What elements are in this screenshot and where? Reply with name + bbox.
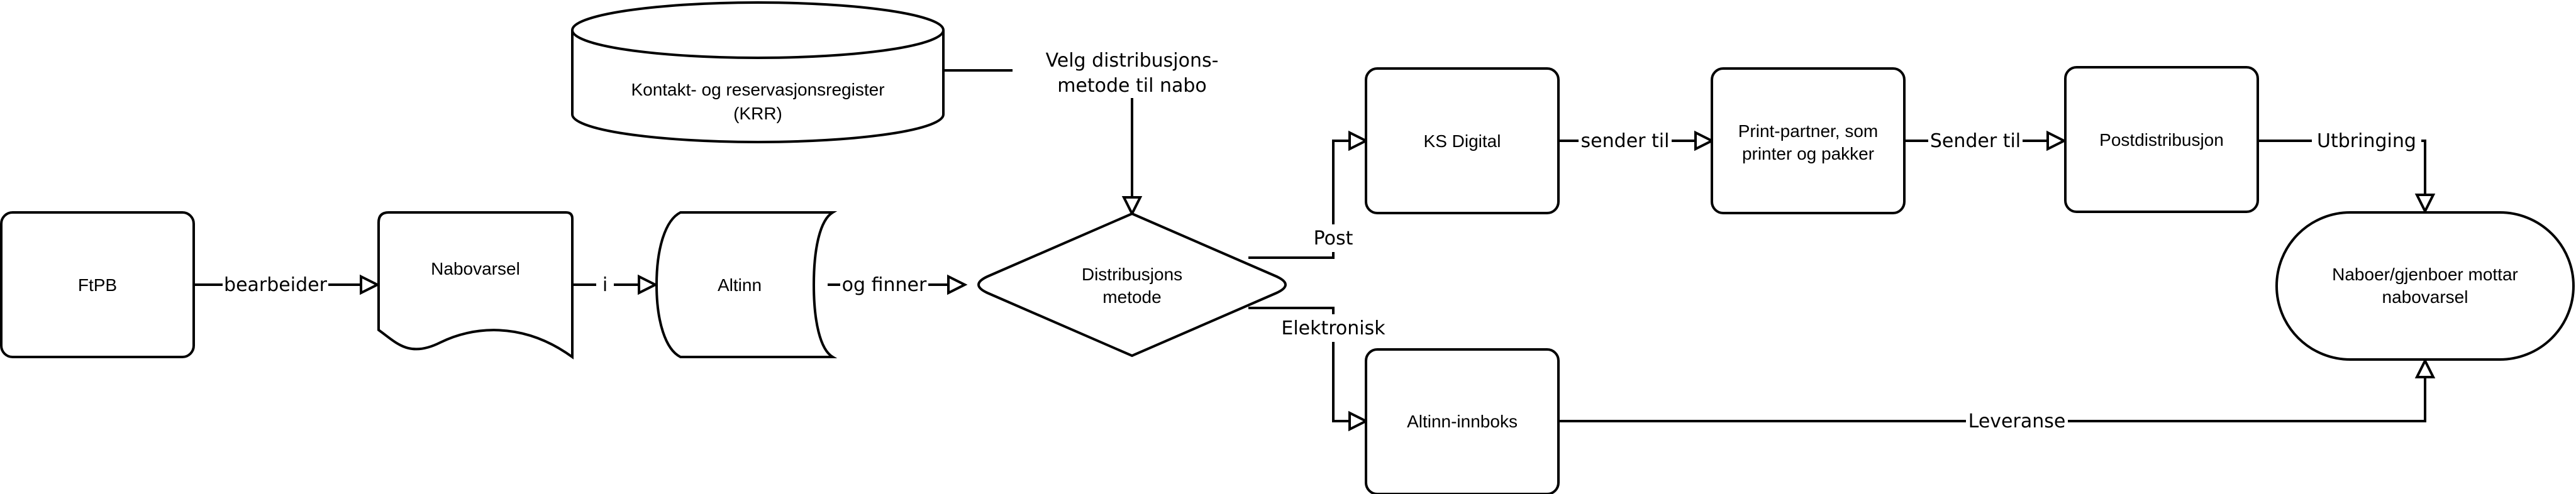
node-nabovarsel-label: Nabovarsel xyxy=(431,259,520,278)
node-naboer-label-line2: nabovarsel xyxy=(2382,287,2468,307)
arrowhead-icon xyxy=(947,274,968,295)
edge-label-elektronisk: Elektronisk xyxy=(1281,317,1385,339)
edge-label-leveranse: Leveranse xyxy=(1968,410,2066,432)
node-distribusjon-label-line2: metode xyxy=(1102,287,1161,307)
edge-label-i: i xyxy=(602,274,608,296)
node-postdistribusjon-label: Postdistribusjon xyxy=(2099,130,2224,150)
node-print-partner xyxy=(1711,67,1906,214)
label-bg xyxy=(840,270,928,299)
node-ks-digital-label: KS Digital xyxy=(1424,131,1501,151)
label-bg xyxy=(223,270,328,299)
node-ftpb-label: FtPB xyxy=(78,275,117,295)
edge-label-velg-line1: Velg distribusjons- xyxy=(1046,50,1219,72)
edge-post xyxy=(1248,140,1350,259)
node-altinn-label: Altinn xyxy=(718,275,762,295)
node-print-partner-label-line2: printer og pakker xyxy=(1742,144,1874,163)
node-altinn xyxy=(655,211,838,358)
edge-label-og-finner: og finner xyxy=(842,274,927,296)
edge-label-bearbeider: bearbeider xyxy=(224,274,328,296)
arrowhead-icon xyxy=(2046,130,2067,151)
node-print-partner-label-line1: Print-partner, som xyxy=(1738,121,1879,141)
arrowhead-icon xyxy=(1348,130,1369,151)
node-altinn-innboks xyxy=(1365,348,1560,494)
edge-label-sender-til-1: sender til xyxy=(1581,130,1670,152)
label-bg xyxy=(1013,45,1182,98)
edge-label-post: Post xyxy=(1314,228,1353,250)
node-postdistribusjon xyxy=(2064,66,2259,213)
arrowhead-icon xyxy=(1121,196,1143,217)
edge-elektronisk xyxy=(1248,307,1350,422)
label-bg xyxy=(1280,314,1386,342)
node-naboer xyxy=(2275,211,2575,361)
node-distribusjonsmetode xyxy=(977,212,1287,358)
arrowhead-icon xyxy=(1348,410,1369,432)
label-bg xyxy=(1579,126,1672,155)
label-bg xyxy=(2312,126,2421,155)
arrowhead-icon xyxy=(638,274,658,295)
node-ftpb xyxy=(0,211,195,358)
label-bg xyxy=(596,270,614,299)
node-krr-top xyxy=(571,1,945,59)
edge-leveranse xyxy=(1558,377,2426,422)
arrowhead-icon xyxy=(2414,358,2436,378)
edge-label-utbringing: Utbringing xyxy=(2317,130,2416,152)
label-bg xyxy=(1966,407,2068,436)
node-krr-label-line2: (KRR) xyxy=(733,104,782,123)
node-krr-label-line1: Kontakt- og reservasjonsregister xyxy=(631,80,884,99)
node-ks-digital xyxy=(1365,67,1560,214)
arrowhead-icon xyxy=(1694,130,1715,151)
node-naboer-label-line1: Naboer/gjenboer mottar xyxy=(2332,265,2518,284)
node-krr xyxy=(571,30,945,143)
node-altinn-innboks-label: Altinn-innboks xyxy=(1407,412,1518,431)
arrowhead-icon xyxy=(360,274,380,295)
arrowhead-icon xyxy=(2414,194,2436,214)
edge-label-sender-til-2: Sender til xyxy=(1930,130,2021,152)
edge-label-velg-line2: metode til nabo xyxy=(1057,75,1207,97)
label-bg xyxy=(1309,224,1357,252)
label-bg xyxy=(1928,126,2023,155)
node-nabovarsel xyxy=(377,211,574,360)
node-distribusjon-label-line1: Distribusjons xyxy=(1082,265,1182,284)
